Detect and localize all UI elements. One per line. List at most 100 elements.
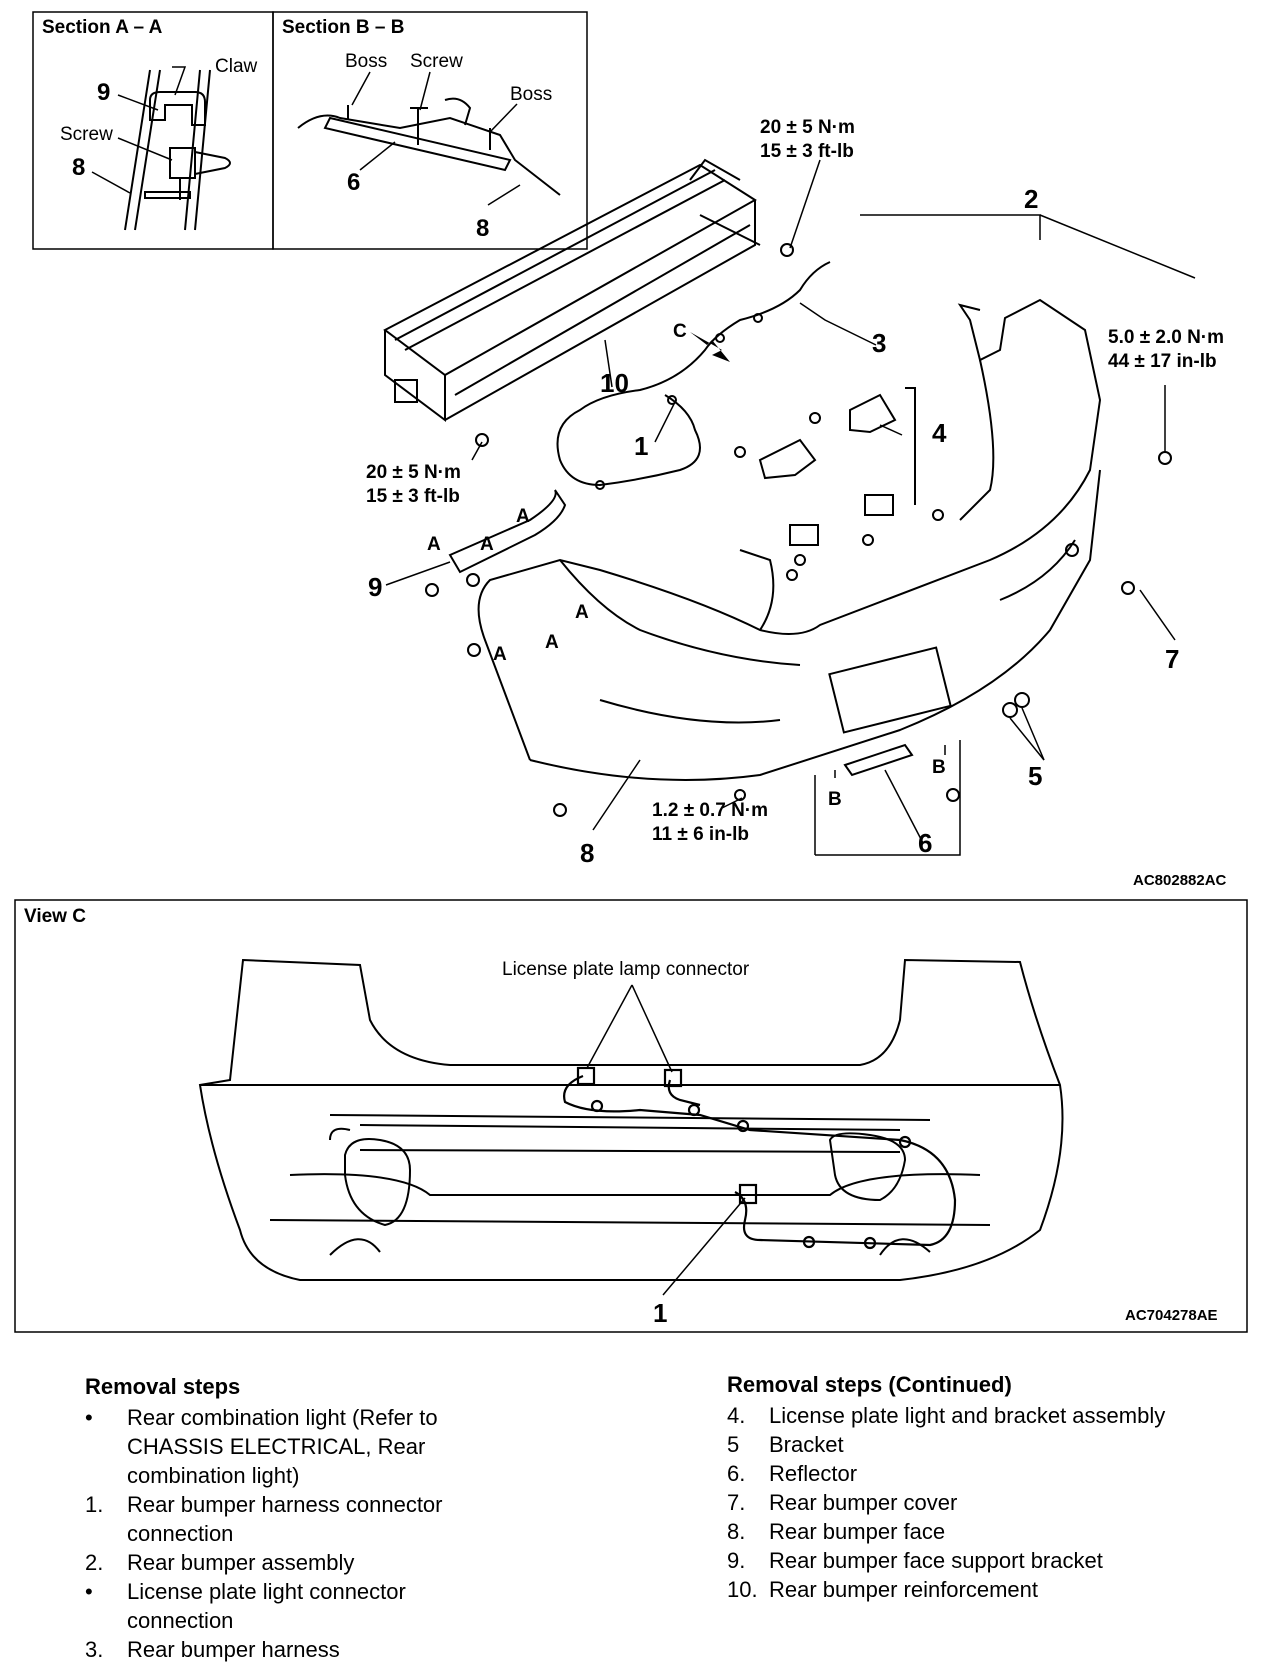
rear-bumper-harness xyxy=(556,261,831,490)
list-marker: 7. xyxy=(727,1490,746,1515)
callout-1: 1 xyxy=(634,431,648,461)
callout-8-inset-a: 8 xyxy=(72,154,85,181)
view-c-arrow-icon xyxy=(690,332,730,362)
torque-left-nm: 20 ± 5 N·m xyxy=(366,462,461,483)
torque-bottom-in: 11 ± 6 in-lb xyxy=(652,824,749,845)
reinforcement-beam xyxy=(383,158,761,422)
section-b-b-leaders xyxy=(351,71,521,206)
list-item: 1. Rear bumper harness connector connecti… xyxy=(85,1490,505,1548)
removal-steps-cont-heading: Removal steps (Continued) xyxy=(727,1372,1012,1397)
list-marker: • xyxy=(85,1579,93,1604)
torque-right-in: 44 ± 17 in-lb xyxy=(1108,351,1217,372)
list-marker: 1. xyxy=(85,1492,104,1517)
list-marker: 8. xyxy=(727,1519,746,1544)
list-marker: 4. xyxy=(727,1403,746,1428)
leader-lines xyxy=(385,159,1196,856)
list-text: Rear bumper harness xyxy=(127,1637,340,1662)
removal-steps-cont-list: 4.License plate light and bracket assemb… xyxy=(727,1401,1167,1604)
list-item: 5 Bracket xyxy=(727,1430,1167,1459)
callout-8-inset-b: 8 xyxy=(476,215,489,242)
list-item: 6.Reflector xyxy=(727,1459,1167,1488)
list-item: 8. Rear bumper face xyxy=(727,1517,1167,1546)
section-marker-a-4: A xyxy=(575,602,589,623)
list-item: 2. Rear bumper assembly xyxy=(85,1548,505,1577)
list-marker: 2. xyxy=(85,1550,104,1575)
callout-7: 7 xyxy=(1165,644,1179,674)
callout-10: 10 xyxy=(600,368,629,398)
torque-top-ft: 15 ± 3 ft-lb xyxy=(760,141,854,162)
callout-3: 3 xyxy=(872,328,886,358)
reflector xyxy=(843,743,914,777)
view-c-title: View C xyxy=(24,906,86,927)
section-marker-b-1: B xyxy=(828,789,842,810)
list-item: 4.License plate light and bracket assemb… xyxy=(727,1401,1167,1430)
view-c-frame xyxy=(14,899,1248,1333)
callout-9: 9 xyxy=(368,572,382,602)
list-marker: 3. xyxy=(85,1637,104,1662)
view-c-marker: C xyxy=(673,321,687,342)
section-b-b-title: Section B – B xyxy=(282,17,404,38)
list-text: Rear combination light (Refer to CHASSIS… xyxy=(127,1405,438,1488)
torque-bottom-nm: 1.2 ± 0.7 N·m xyxy=(652,800,768,821)
claw-label: Claw xyxy=(215,56,258,77)
figure-code-top: AC802882AC xyxy=(1133,872,1227,889)
section-marker-a-5: A xyxy=(545,632,559,653)
list-text: License plate light connector connection xyxy=(127,1579,406,1633)
removal-steps-list: • Rear combination light (Refer to CHASSI… xyxy=(85,1403,505,1664)
support-bracket xyxy=(448,489,567,574)
list-text: Rear bumper reinforcement xyxy=(769,1577,1039,1602)
callout-4: 4 xyxy=(932,418,947,448)
exploded-diagram: Section A – A Section B – B Claw Screw 9… xyxy=(32,11,1227,889)
list-item: • Rear combination light (Refer to CHASSI… xyxy=(85,1403,505,1490)
section-a-a-inset xyxy=(32,11,588,250)
screw-label-a: Screw xyxy=(60,124,113,145)
callout-9-inset: 9 xyxy=(97,79,110,106)
list-marker: 10. xyxy=(727,1577,758,1602)
section-marker-a-6: A xyxy=(493,644,507,665)
list-marker: 6. xyxy=(727,1461,746,1486)
section-a-a-leaders xyxy=(91,66,187,194)
section-marker-a-2: A xyxy=(480,534,494,555)
list-text: Rear bumper cover xyxy=(769,1490,958,1515)
list-item: 9. Rear bumper face support bracket xyxy=(727,1546,1167,1575)
list-item: 7. Rear bumper cover xyxy=(727,1488,1167,1517)
list-item: 10. Rear bumper reinforcement xyxy=(727,1575,1167,1604)
callout-6-inset: 6 xyxy=(347,169,360,196)
callout-5: 5 xyxy=(1028,761,1042,791)
section-marker-a-3: A xyxy=(516,506,530,527)
section-b-b-drawing xyxy=(297,97,561,196)
list-text: Bracket xyxy=(769,1432,844,1457)
view-c-panel: View C License plate lamp connector 1 AC… xyxy=(14,899,1248,1333)
callout-6: 6 xyxy=(918,828,932,858)
list-text: Rear bumper face support bracket xyxy=(769,1548,1103,1573)
section-marker-b-2: B xyxy=(932,757,946,778)
callout-8: 8 xyxy=(580,838,594,868)
removal-steps: Removal steps • Rear combination light (R… xyxy=(85,1372,505,1664)
list-item: • License plate light connector connectio… xyxy=(85,1577,505,1635)
list-marker: • xyxy=(85,1405,93,1430)
list-marker: 5 xyxy=(727,1432,740,1457)
list-item: 3. Rear bumper harness xyxy=(85,1635,505,1664)
list-text: Rear bumper assembly xyxy=(127,1550,355,1575)
torque-left-ft: 15 ± 3 ft-lb xyxy=(366,486,460,507)
section-marker-a-1: A xyxy=(427,534,441,555)
boss-label-2: Boss xyxy=(510,84,552,105)
boss-label-1: Boss xyxy=(345,51,387,72)
list-text: Rear bumper harness connector connection xyxy=(127,1492,443,1546)
fasteners xyxy=(425,243,1172,817)
torque-right-nm: 5.0 ± 2.0 N·m xyxy=(1108,327,1224,348)
removal-steps-heading: Removal steps xyxy=(85,1374,241,1399)
license-plate-brackets xyxy=(734,387,916,546)
view-c-leaders xyxy=(586,984,746,1296)
view-c-callout-1: 1 xyxy=(653,1298,667,1328)
view-c-harness xyxy=(563,1066,957,1250)
callout-2: 2 xyxy=(1024,184,1038,214)
figure-code-view-c: AC704278AE xyxy=(1125,1307,1218,1324)
list-text: Rear bumper face xyxy=(769,1519,946,1544)
license-plate-lamp-connector-label: License plate lamp connector xyxy=(502,959,750,980)
list-marker: 9. xyxy=(727,1548,746,1573)
view-c-bumper xyxy=(198,958,1064,1281)
section-a-a-drawing xyxy=(124,69,231,231)
section-a-a-title: Section A – A xyxy=(42,17,163,38)
removal-steps-continued: Removal steps (Continued) 4.License plat… xyxy=(727,1370,1167,1604)
